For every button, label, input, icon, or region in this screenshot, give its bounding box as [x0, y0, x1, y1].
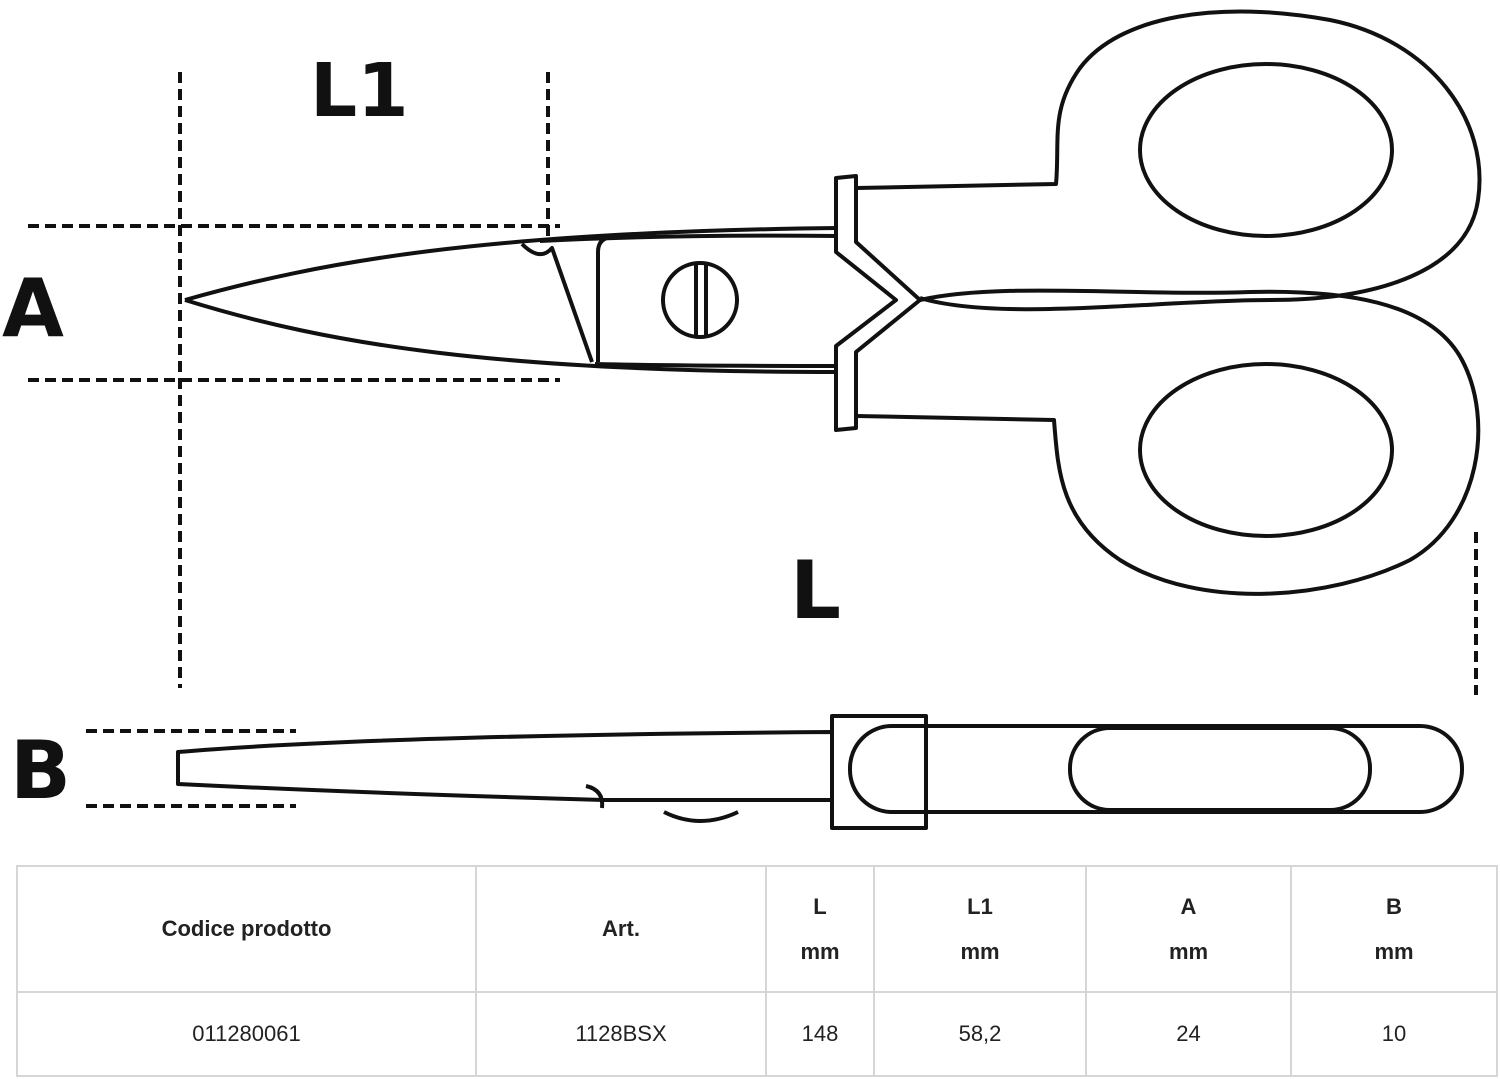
- label-b: B: [10, 724, 71, 817]
- blade-top: [184, 226, 839, 302]
- scissors-top-view: [176, 714, 1464, 830]
- blade-bevel: [520, 242, 594, 363]
- cell-l1: 58,2: [873, 991, 1087, 1077]
- cell-b: 10: [1290, 991, 1498, 1077]
- scissors-technical-drawing: L1 A L B: [2, 9, 1482, 830]
- label-a: A: [2, 262, 64, 355]
- blade-bottom-inner: [594, 362, 839, 368]
- cell-codice-prodotto: 011280061: [16, 991, 477, 1077]
- cell-l: 148: [765, 991, 875, 1077]
- lower-handle: [855, 288, 1481, 596]
- label-l: L: [790, 544, 841, 637]
- cell-a: 24: [1085, 991, 1292, 1077]
- upper-finger-hole: [1138, 62, 1394, 238]
- handle-collar: [834, 174, 922, 432]
- pivot-screw: [661, 261, 739, 339]
- scissors-side-view: [184, 9, 1482, 596]
- handle-top-view-grip: [1068, 726, 1372, 812]
- upper-handle: [855, 9, 1482, 312]
- header-art: Art.: [475, 865, 767, 993]
- blade-top-view: [176, 730, 834, 802]
- blade-bottom: [184, 298, 839, 374]
- table-row: 011280061 1128BSX 148 58,2 24 10: [16, 991, 1498, 1077]
- lower-finger-hole: [1138, 362, 1394, 538]
- cell-art: 1128BSX: [475, 991, 767, 1077]
- blade-top-inner: [539, 233, 839, 243]
- label-l1: L1: [310, 48, 409, 134]
- header-codice-prodotto: Codice prodotto: [16, 865, 477, 993]
- pivot-edge: [663, 810, 739, 823]
- collar-top-view: [830, 714, 928, 830]
- blade-edge: [596, 235, 613, 362]
- blade-top-view-bevel: [585, 784, 605, 809]
